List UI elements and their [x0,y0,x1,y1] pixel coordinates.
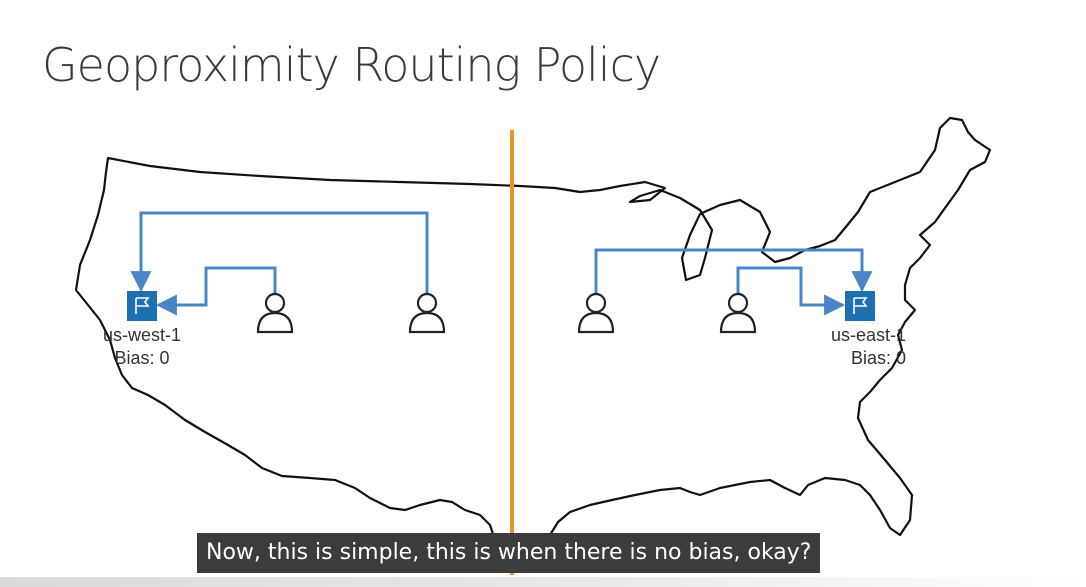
region-bias: Bias: 0 [850,348,906,368]
connector-user3-to-us-west-1 [130,211,429,294]
region-name: us-east-1 [830,325,906,345]
subtitle-caption: Now, this is simple, this is when there … [197,533,821,573]
us-west-1-box [127,291,157,321]
flag-icon [135,297,150,314]
slide-title: Geoproximity Routing Policy [42,38,661,92]
user-icon [408,292,446,334]
flag-icon [853,297,868,314]
connector-user2-to-us-east-1 [594,248,873,294]
bottom-bar [0,577,1086,587]
user-icon [256,292,294,334]
us-east-1-box [845,291,875,321]
us-map-outline [74,116,992,572]
connector-user4-to-us-east-1 [736,266,846,316]
region-name: us-west-1 [102,325,182,345]
user-icon [719,292,757,334]
region-label-us-west-1: us-west-1 Bias: 0 [96,324,188,370]
region-label-us-east-1: us-east-1 Bias: 0 [814,324,906,370]
region-bias: Bias: 0 [114,348,170,368]
connector-user1-to-us-west-1 [155,266,277,316]
user-icon [577,292,615,334]
